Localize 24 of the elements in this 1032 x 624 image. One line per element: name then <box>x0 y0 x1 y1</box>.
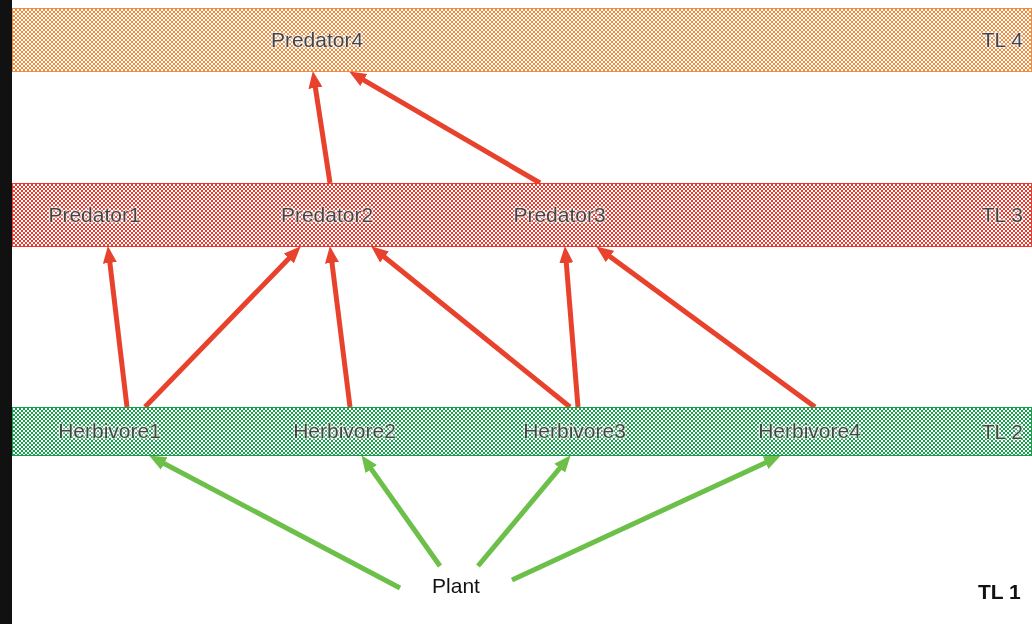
producer-label: Plant <box>432 574 480 598</box>
species-label: Predator2 <box>280 202 374 227</box>
trophic-level-band <box>12 183 1032 247</box>
arrow <box>349 71 542 186</box>
arrow <box>308 71 333 184</box>
arrow <box>361 455 443 568</box>
trophic-level-band <box>12 407 1032 456</box>
arrow <box>371 246 572 409</box>
trophic-level-label: TL 2 <box>981 419 1023 444</box>
species-label: Herbivore3 <box>523 419 626 443</box>
species-label: Predator1 <box>48 202 141 227</box>
arrow <box>510 455 781 583</box>
arrow <box>596 246 817 409</box>
arrow <box>149 455 402 591</box>
arrow <box>102 246 130 408</box>
species-label: Herbivore1 <box>58 419 161 443</box>
trophic-level-label: TL 1 <box>978 580 1021 604</box>
trophic-level-band <box>12 8 1032 72</box>
species-label: Herbivore2 <box>293 419 396 443</box>
arrow <box>143 246 301 409</box>
trophic-level-label: TL 4 <box>981 28 1023 52</box>
arrow <box>476 455 571 568</box>
trophic-level-label: TL 3 <box>981 203 1023 227</box>
arrow <box>559 246 581 408</box>
